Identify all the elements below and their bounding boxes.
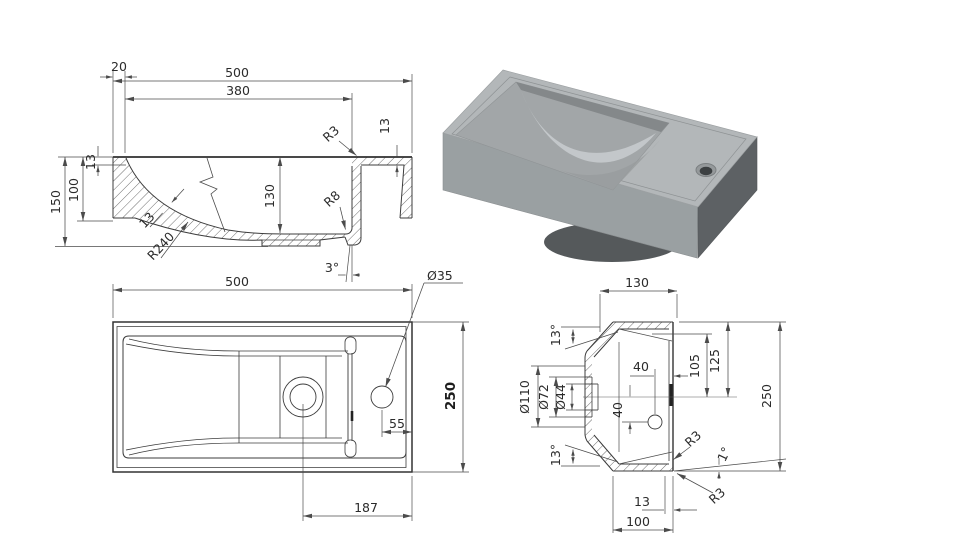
corner-fillet-top [344, 336, 357, 355]
dia-72-label: Ø72 [536, 384, 551, 410]
leader-r3-inner [673, 446, 691, 460]
interior-projection-lines [618, 328, 673, 465]
dia-44-label: Ø44 [553, 384, 568, 410]
angle-1-rays [673, 458, 787, 472]
dia-35-label: Ø35 [427, 268, 453, 283]
angle-13-bottom-label: 13° [548, 444, 563, 466]
angle-1-label: 1° [714, 444, 734, 463]
dim-130-label: 130 [262, 184, 277, 208]
section-material-hatch [113, 157, 361, 246]
dim-40h-label: 40 [633, 359, 649, 374]
rim-rounded-rect [122, 335, 407, 459]
faucet-hole [370, 385, 394, 409]
dim-100-label: 100 [626, 514, 650, 529]
radius-r3-label: R3 [320, 123, 342, 145]
extension-lines [112, 284, 469, 521]
corner-fillet-bottom [344, 439, 357, 458]
basin-floor-shade [560, 140, 660, 190]
basin-inner-curve [125, 157, 353, 235]
dim-13-label: 13 [634, 494, 650, 509]
bottom-wall-hatch [613, 464, 673, 471]
dim-250-label: 250 [759, 384, 774, 408]
angle-3-construction [345, 245, 353, 283]
dim-130-label: 130 [625, 275, 649, 290]
plan-view: 500 Ø35 250 55 187 [112, 268, 469, 521]
angle-13-bottom-lines [561, 444, 619, 467]
dia-110-label: Ø110 [517, 380, 532, 414]
dim-105-label: 105 [687, 354, 702, 378]
radius-r240-label: R240 [144, 229, 177, 263]
rim-inner-edge [451, 76, 747, 202]
bottom-slope-hatch [587, 435, 619, 471]
dim-13-wall-arrows [149, 188, 185, 228]
side-section-view: 130 13° Ø110 Ø72 Ø44 40 40 105 125 250 1… [517, 275, 787, 533]
radius-r3-inner-label: R3 [682, 428, 704, 450]
basin-far-wall-shadow [516, 82, 669, 132]
dim-55-label: 55 [389, 416, 405, 431]
basin-slope-curves [125, 338, 240, 456]
angle-13-top-label: 13° [548, 324, 563, 346]
basin-floor-lines [236, 350, 348, 444]
extension-lines [531, 294, 786, 533]
dim-500-label: 500 [225, 274, 249, 289]
dim-13-left-label: 13 [83, 154, 98, 170]
isometric-render [442, 69, 758, 262]
top-slope-hatch [587, 322, 619, 357]
outer-rect [112, 321, 413, 473]
inner-rect [116, 326, 407, 468]
angle-13-top-lines [561, 326, 619, 350]
dim-125-label: 125 [707, 349, 722, 373]
dim-13-right-label: 13 [377, 118, 392, 134]
overflow-hole [647, 414, 663, 430]
front-section-view: 20 500 380 13 100 150 130 13 R3 R8 13 R2… [48, 59, 413, 283]
dim-187-label: 187 [354, 500, 378, 515]
basin-deck-divider [347, 353, 353, 441]
dim-150-label: 150 [48, 190, 63, 214]
outer-edges [112, 157, 413, 219]
radius-r8-label: R8 [321, 187, 343, 209]
drain-boss-hatch [585, 351, 594, 441]
angle-3-label: 3° [325, 260, 339, 275]
basin-outer-curve [134, 217, 346, 247]
leader-r8 [339, 206, 346, 230]
faucet-hole-bore [699, 166, 713, 176]
dim-380-label: 380 [226, 83, 250, 98]
radius-r3-outer-label: R3 [706, 485, 728, 507]
dim-20-label: 20 [111, 59, 127, 74]
deck-strip-hatch [352, 157, 412, 165]
dia35-leader [385, 282, 425, 388]
dim-250-label: 250 [443, 382, 459, 410]
dim-100-label: 100 [66, 178, 81, 202]
leader-r3 [338, 140, 357, 156]
leader-r3-outer [676, 473, 714, 494]
dim-40v-label: 40 [610, 402, 625, 418]
dim-500-label: 500 [225, 65, 249, 80]
top-wall-hatch [613, 322, 673, 329]
leader-r240 [160, 221, 189, 259]
break-line [198, 157, 226, 233]
extension-lines [58, 70, 413, 222]
